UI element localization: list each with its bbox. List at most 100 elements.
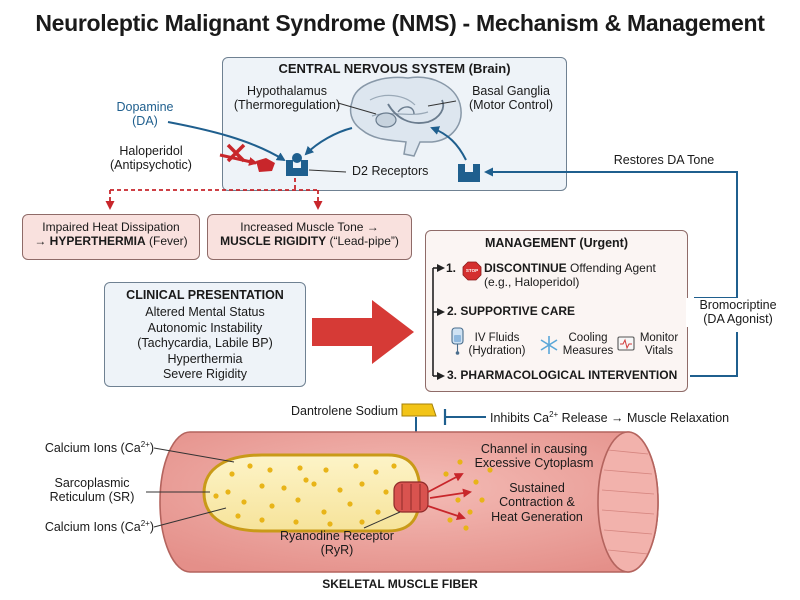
- released-calcium-ion-dot: [487, 467, 493, 473]
- clinical-item: Severe Rigidity: [162, 367, 248, 381]
- calcium-ion-dot: [229, 471, 235, 477]
- calcium-ion-dot: [259, 483, 265, 489]
- step1-text: DISCONTINUE Offending Agent (e.g., Halop…: [484, 261, 656, 289]
- dopamine-label: Dopamine(DA): [116, 100, 174, 129]
- clinical-presentation-box: [104, 282, 306, 387]
- calcium-top-pointer: [153, 447, 235, 463]
- clinical-list: Altered Mental Status Autonomic Instabil…: [104, 305, 306, 383]
- block-x-icon: [226, 143, 246, 163]
- calcium-ion-dot: [373, 469, 379, 475]
- snowflake-icon: [540, 336, 558, 354]
- management-title: MANAGEMENT (Urgent): [484, 236, 629, 250]
- d2-receptor-left: [286, 160, 308, 176]
- hyperthermia-text: Impaired Heat Dissipation → HYPERTHERMIA…: [34, 220, 188, 248]
- calcium-ion-dot: [281, 485, 287, 491]
- calcium-bottom-label: Calcium Ions (Ca2+): [44, 519, 154, 535]
- haloperidol-label: Haloperidol(Antipsychotic): [110, 144, 192, 173]
- hyperthermia-box: [22, 214, 200, 260]
- vitals-monitor-icon: [617, 336, 635, 351]
- d2-receptor-right: [458, 164, 480, 182]
- cns-title: CENTRAL NERVOUS SYSTEM (Brain): [278, 61, 511, 76]
- dantrolene-label: Dantrolene Sodium: [290, 404, 398, 418]
- released-calcium-ion-dot: [443, 471, 449, 477]
- hypothalamus-label: Hypothalamus(Thermoregulation): [233, 84, 341, 113]
- receptor-to-brain-arrow: [430, 126, 467, 161]
- calcium-ion-dot: [269, 503, 275, 509]
- calcium-ion-dot: [323, 467, 329, 473]
- clinical-item: Autonomic Instability: [147, 320, 263, 335]
- calcium-ion-dot: [375, 509, 381, 515]
- released-calcium-ion-dot: [457, 459, 463, 465]
- management-box: [425, 230, 688, 392]
- clinical-item: Hyperthermia: [167, 351, 243, 366]
- step3-text: 3. PHARMACOLOGICAL INTERVENTION: [447, 368, 678, 382]
- clinical-title: CLINICAL PRESENTATION: [126, 288, 284, 302]
- released-calcium-ion-dot: [479, 497, 485, 503]
- iv-fluids-label: IV Fluids(Hydration): [468, 332, 526, 358]
- ryanodine-receptor-icon: [393, 481, 429, 513]
- calcium-ion-dot: [311, 481, 317, 487]
- calcium-ion-dot: [267, 467, 273, 473]
- released-calcium-dots: [443, 459, 493, 531]
- stop-sign-icon: [462, 261, 482, 281]
- d2-pointer: [308, 169, 347, 173]
- clinical-item: (Tachycardia, Labile BP): [137, 336, 273, 350]
- haloperidol-arrow: [219, 153, 258, 166]
- ryr-label: Ryanodine Receptor(RyR): [280, 529, 394, 558]
- brain-illustration: [349, 76, 462, 157]
- calcium-dots: [213, 463, 397, 527]
- calcium-ion-dot: [353, 463, 359, 469]
- calcium-ion-dot: [241, 499, 247, 505]
- dantrolene-pill-icon: [401, 403, 437, 417]
- diagram-title: Neuroleptic Malignant Syndrome (NMS) - M…: [35, 10, 765, 36]
- management-bracket: [432, 264, 445, 380]
- calcium-ion-dot: [295, 497, 301, 503]
- iv-bag-icon: [451, 327, 464, 355]
- stop-sign-text: STOP: [465, 268, 479, 273]
- dopamine-arrow: [167, 121, 286, 162]
- brain-to-receptor-arrow: [304, 127, 353, 156]
- calcium-ion-dot: [297, 465, 303, 471]
- ryr-pointer: [363, 511, 401, 529]
- clinical-item: Altered Mental Status: [145, 305, 265, 319]
- calcium-release-arrows: [427, 473, 472, 521]
- released-calcium-ion-dot: [455, 497, 461, 503]
- muscle-fiber-caption: SKELETAL MUSCLE FIBER: [322, 577, 478, 591]
- calcium-ion-dot: [391, 463, 397, 469]
- hypothalamus-pointer: [337, 102, 377, 115]
- restores-da-label: Restores DA Tone: [613, 153, 715, 167]
- calcium-ion-dot: [213, 493, 219, 499]
- rigidity-text: Increased Muscle Tone → MUSCLE RIGIDITY …: [220, 220, 399, 248]
- big-red-arrow: [312, 300, 414, 364]
- haloperidol-blocker-icon: [256, 158, 275, 172]
- inhibits-label: Inhibits Ca2+ Release → Muscle Relaxatio…: [490, 410, 730, 426]
- calcium-ion-dot: [225, 489, 231, 495]
- calcium-ion-dot: [359, 481, 365, 487]
- calcium-ion-dot: [247, 463, 253, 469]
- calcium-ion-dot: [259, 517, 265, 523]
- calcium-ion-dot: [321, 509, 327, 515]
- calcium-ion-dot: [337, 487, 343, 493]
- basal-ganglia-label: Basal Ganglia(Motor Control): [468, 84, 554, 113]
- calcium-ion-dot: [303, 477, 309, 483]
- calcium-ion-dot: [347, 501, 353, 507]
- calcium-ion-dot: [327, 521, 333, 527]
- step1-number: 1.: [446, 261, 457, 275]
- d2-receptors-label: D2 Receptors: [352, 164, 429, 178]
- released-calcium-ion-dot: [467, 509, 473, 515]
- dopamine-bound-icon: [292, 153, 302, 163]
- calcium-ion-dot: [383, 489, 389, 495]
- calcium-ion-dot: [293, 519, 299, 525]
- basal-ganglia-pointer: [427, 100, 457, 107]
- rigidity-box: [207, 214, 412, 260]
- released-calcium-ion-dot: [447, 517, 453, 523]
- released-calcium-ion-dot: [473, 479, 479, 485]
- calcium-top-label: Calcium Ions (Ca2+): [44, 440, 154, 456]
